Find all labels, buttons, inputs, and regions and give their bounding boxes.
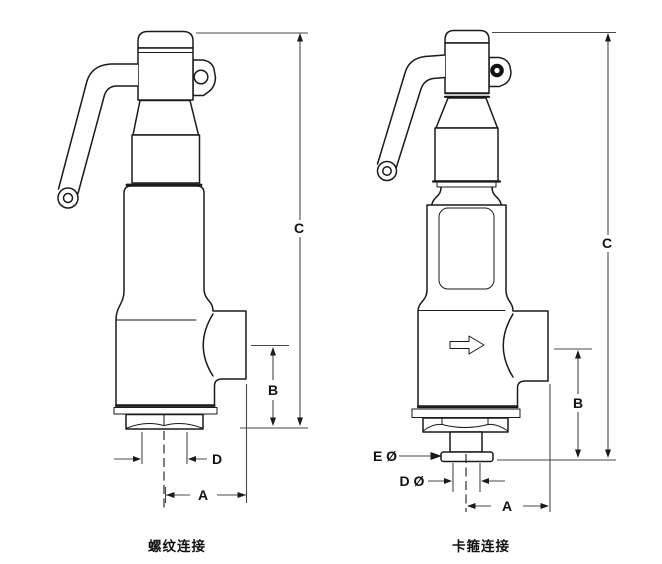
arrowhead-right-icon [444, 478, 452, 484]
right-ring [436, 181, 497, 188]
right-lug-hole-center [494, 67, 500, 74]
right-dim-a-label: A [502, 498, 512, 514]
right-valve-dimensions: C B E Ø D Ø [373, 31, 616, 514]
right-ring-flare-left [431, 186, 442, 205]
right-body-panel [438, 207, 495, 290]
right-dim-e: E Ø [373, 448, 442, 464]
dim-extension-line [141, 432, 188, 464]
left-lug-hole-icon [193, 69, 209, 85]
right-inlet-flange [411, 408, 521, 418]
arrowhead-left-icon [166, 492, 175, 498]
arrowhead-left-icon [481, 478, 489, 484]
arrowhead-right-icon [237, 492, 246, 498]
arrowhead-down-icon [297, 417, 303, 426]
right-ferrule-flange [440, 451, 494, 463]
left-dim-d-label: D [212, 451, 222, 467]
right-valve-caption: 卡箍连接 [452, 538, 510, 554]
left-dim-d: D [114, 432, 222, 467]
right-dim-d: D Ø [400, 463, 505, 492]
arrowhead-down-icon [270, 417, 276, 426]
left-valve-drawing: 螺纹连接 [57, 30, 247, 554]
left-valve-cap-dome [137, 30, 194, 49]
dim-extension-line [452, 463, 481, 492]
right-lever-tip-hole-icon [382, 166, 392, 176]
left-dim-b-label: B [268, 382, 278, 398]
left-valve-body [115, 185, 247, 406]
arrowhead-right-icon [133, 456, 141, 462]
left-dim-b: B [240, 344, 308, 429]
left-valve-caption: 螺纹连接 [148, 538, 206, 554]
arrowhead-down-icon [605, 449, 611, 458]
left-hex-facet-arc-left [126, 423, 164, 429]
right-valve-neck [435, 97, 499, 129]
left-dim-a-label: A [198, 487, 208, 503]
left-valve-neck [132, 99, 200, 136]
right-dim-e-label: E Ø [373, 448, 397, 464]
arrowhead-up-icon [297, 33, 303, 42]
left-outlet-throat-arc [202, 313, 214, 377]
right-dim-d-label: D Ø [400, 473, 425, 489]
right-outlet-throat-arc [502, 313, 514, 378]
left-inlet-flange [113, 407, 218, 415]
right-valve-drawing: 卡箍连接 [376, 29, 549, 554]
right-valve-bonnet [434, 127, 499, 182]
right-dim-c: C [492, 31, 616, 458]
arrowhead-right-icon [430, 452, 442, 460]
right-dim-c-label: C [602, 235, 612, 251]
right-dim-a: A [467, 384, 551, 514]
right-hex-facet-arcs [422, 423, 509, 432]
flow-arrow-icon [449, 335, 485, 355]
left-valve-dimensions: C B D A [114, 32, 308, 509]
right-dim-b-label: B [573, 395, 583, 411]
left-valve-lever [57, 63, 139, 209]
right-dim-b: B [497, 348, 616, 461]
right-valve-cap-dome [444, 29, 490, 44]
arrowhead-left-icon [467, 503, 476, 509]
left-hex-facet-arc-right [164, 423, 203, 429]
arrowhead-up-icon [575, 350, 581, 359]
arrowhead-up-icon [605, 33, 611, 42]
right-ferrule-stem [449, 431, 483, 453]
arrowhead-down-icon [575, 449, 581, 458]
arrowhead-up-icon [270, 347, 276, 356]
left-dim-a: A [164, 384, 248, 503]
left-lever-tip-hole-icon [62, 192, 74, 204]
left-valve-bonnet [131, 134, 201, 184]
right-valve-lever [376, 54, 446, 182]
right-ring-flare-right [491, 186, 502, 205]
arrowhead-left-icon [188, 456, 196, 462]
right-valve-cap-body [444, 42, 490, 94]
arrowhead-right-icon [540, 503, 549, 509]
left-dim-c: C [196, 32, 308, 426]
right-hex-facet-lines [441, 418, 489, 425]
left-dim-c-label: C [294, 220, 304, 236]
left-valve-cap-body [137, 47, 194, 101]
